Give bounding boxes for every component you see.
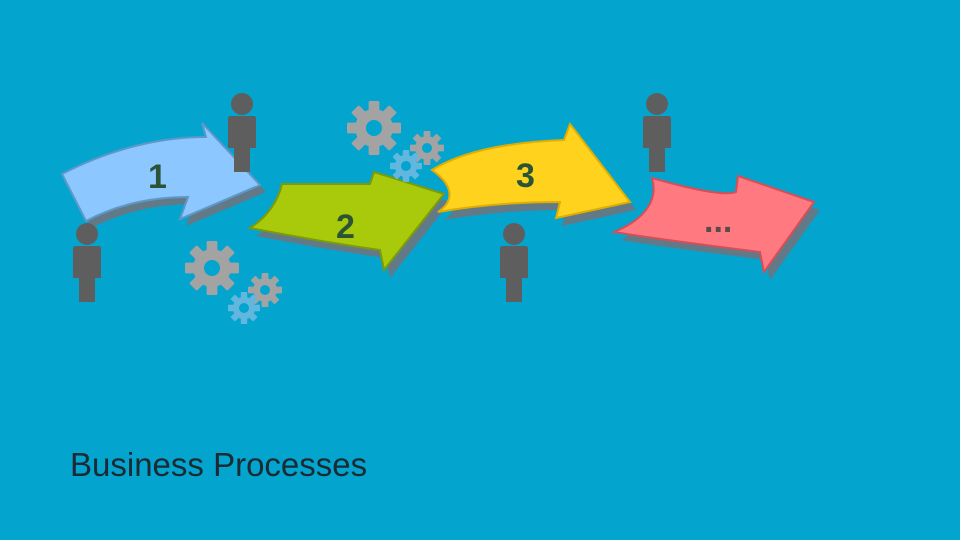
gear-cluster-bottom: [185, 241, 282, 324]
step-3-label: 3: [516, 157, 535, 195]
step-4-arrow-body: [610, 174, 816, 275]
person-icon: [500, 223, 528, 302]
person-icon: [73, 223, 101, 302]
step-2-label: 2: [336, 208, 355, 246]
person-icon: [643, 93, 671, 172]
step-2-arrow: 2: [247, 170, 450, 278]
step-1-arrow-body: [60, 122, 262, 223]
step-1-arrow: 1: [60, 122, 266, 228]
slide-title: Business Processes: [70, 446, 368, 483]
step-1-label: 1: [148, 158, 167, 196]
step-3-arrow-body: [430, 121, 632, 220]
step-4-arrow: ...: [610, 174, 820, 280]
step-2-arrow-body: [247, 170, 446, 273]
step-3-arrow: 3: [430, 121, 636, 226]
gear-cluster-top: [347, 101, 444, 182]
step-more-label: ...: [704, 202, 732, 240]
